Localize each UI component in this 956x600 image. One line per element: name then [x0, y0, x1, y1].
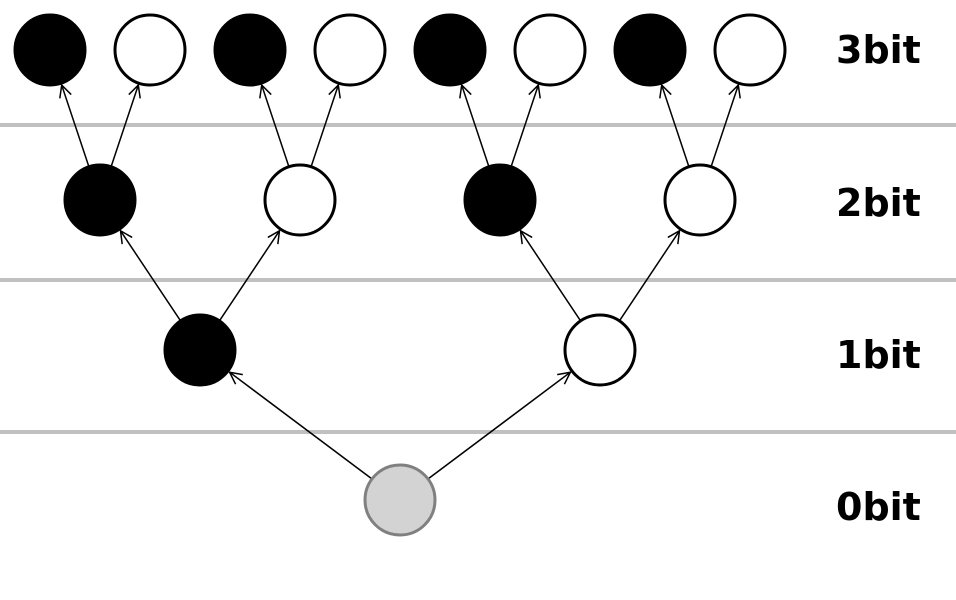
node-white-level-3-n3b [113, 13, 187, 87]
edge-arrow-n2a-to-n3a [59, 83, 90, 167]
edge-arrow-n1a-to-n2b [219, 229, 281, 321]
node-black-level-2-n2c [463, 163, 537, 237]
level-label-1bit: 1bit [836, 333, 921, 377]
node-white-level-1-n1b [563, 313, 637, 387]
node-white-level-2-n2b [263, 163, 337, 237]
node-white-level-2-n2d [663, 163, 737, 237]
level-label-0bit: 0bit [836, 485, 921, 529]
edge-arrow-n1b-to-n2d [619, 229, 681, 321]
node-white-level-3-n3h [713, 13, 787, 87]
level-label-3bit: 3bit [836, 28, 921, 72]
edge-arrow-n2b-to-n3d [310, 83, 341, 167]
node-black-level-3-n3c [213, 13, 287, 87]
edge-arrow-n0-to-n1a [228, 371, 372, 479]
node-white-level-3-n3f [513, 13, 587, 87]
edge-arrow-n2b-to-n3c [259, 83, 290, 167]
edge-arrow-n2c-to-n3e [459, 83, 490, 167]
node-black-level-3-n3e [413, 13, 487, 87]
node-black-level-2-n2a [63, 163, 137, 237]
edge-arrow-n2a-to-n3b [110, 83, 141, 167]
edge-arrow-n2c-to-n3f [510, 83, 541, 167]
node-gray-level-0-n0 [363, 463, 437, 537]
node-black-level-1-n1a [163, 313, 237, 387]
edge-arrow-n0-to-n1b [428, 371, 572, 479]
node-black-level-3-n3g [613, 13, 687, 87]
edge-arrow-n2d-to-n3h [710, 83, 741, 167]
edge-arrow-n2d-to-n3g [659, 83, 690, 167]
node-white-level-3-n3d [313, 13, 387, 87]
edge-arrow-n1a-to-n2a [119, 229, 181, 321]
node-black-level-3-n3a [13, 13, 87, 87]
level-label-2bit: 2bit [836, 181, 921, 225]
edge-arrow-n1b-to-n2c [519, 229, 581, 321]
